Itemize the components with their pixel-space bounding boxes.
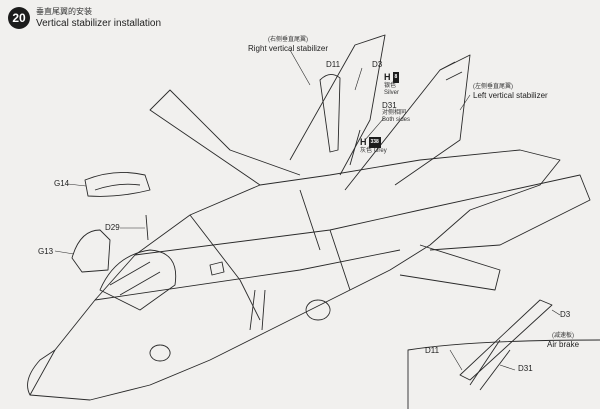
step-number-badge: 20 [8,7,30,29]
canopy-g13-outline [71,229,111,273]
right-stabilizer-callout: (右侧垂直尾翼) Right vertical stabilizer [248,37,329,53]
nose-outline [27,349,56,396]
part-d11-label: D11 [326,60,341,69]
step-title-zh: 垂直尾翼的安装 [36,7,92,16]
paint-code-box: 8 [392,72,400,83]
paint-silver-label: Silver [384,90,400,96]
left-wing-outline [149,89,301,186]
left-stabilizer-callout: (左侧垂直尾翼) Left vertical stabilizer [473,84,548,100]
air-brake-label: Air brake [547,340,580,349]
inset-part-d11-label: D11 [425,346,440,355]
step-title-en: Vertical stabilizer installation [36,18,162,29]
inset-part-d31-label: D31 [518,364,533,373]
part-d3-label: D3 [372,60,383,69]
paint-code-box: 338 [368,137,381,148]
strut-d31-outline [349,129,361,166]
inset-frame [407,339,600,409]
canopy-g14-outline [84,171,151,197]
part-d29-label: D29 [105,223,120,232]
inset-part-d3-label: D3 [560,310,571,319]
part-d11-outline [319,74,341,153]
part-g14-label: G14 [54,179,70,188]
air-brake-outline [459,299,553,381]
main-gear-outline [305,299,331,321]
fuselage-outline [29,149,561,401]
step-header: 20 垂直尾翼的安装 Vertical stabilizer installat… [8,6,161,30]
right-wing-outline [419,174,591,251]
part-d31-callout: D31 对侧相同 Both sides [382,101,411,123]
cockpit-outline [99,249,177,311]
part-g13-label: G13 [38,247,54,256]
paint-grey-label: Grey [373,148,387,154]
left-vertical-stabilizer-outline [344,54,471,191]
air-brake-callout: (减速板) Air brake [547,333,580,349]
left-stabilizer-label: Left vertical stabilizer [473,91,548,100]
strut-d29-outline [145,214,149,241]
right-vertical-stabilizer-outline [289,34,386,176]
part-d31-label: D31 [382,101,397,110]
tailplane-outline [399,244,501,291]
right-stabilizer-label: Right vertical stabilizer [248,44,329,53]
